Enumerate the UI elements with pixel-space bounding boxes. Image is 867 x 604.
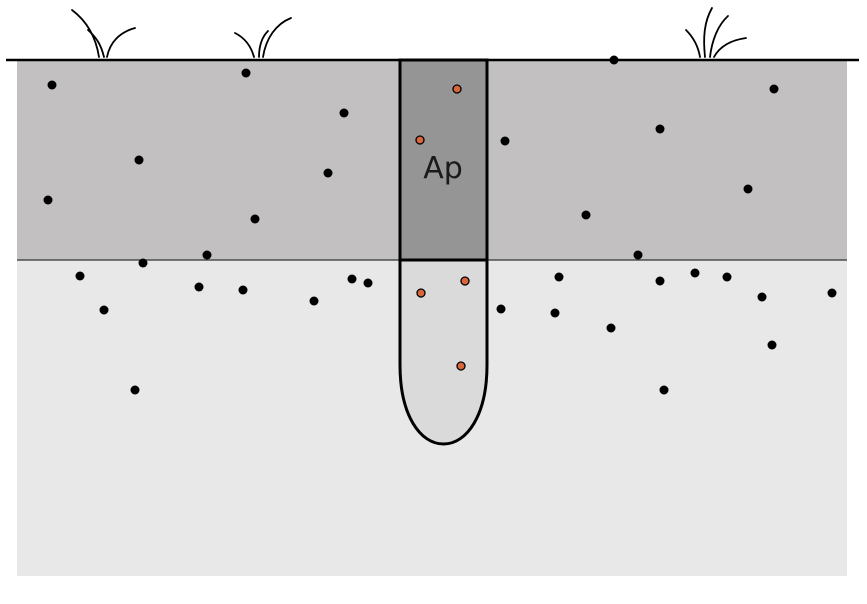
soil-pebble	[655, 124, 665, 134]
grass-tuft	[71, 9, 136, 58]
horizon-label: Ap	[423, 151, 463, 186]
soil-pebble	[609, 55, 619, 65]
soil-pebble	[496, 304, 506, 314]
core-particle	[415, 135, 425, 145]
soil-pebble	[138, 258, 148, 268]
soil-pebble	[238, 285, 248, 295]
soil-pebble	[130, 385, 140, 395]
core-particle	[452, 84, 462, 94]
soil-pebble	[655, 276, 665, 286]
soil-pebble	[241, 68, 251, 78]
soil-pebble	[99, 305, 109, 315]
core-particle	[460, 276, 470, 286]
soil-pebble	[339, 108, 349, 118]
soil-pebble	[606, 323, 616, 333]
soil-pebble	[363, 278, 373, 288]
soil-pebble	[767, 340, 777, 350]
soil-pebble	[323, 168, 333, 178]
core-particle	[456, 361, 466, 371]
soil-pebble	[250, 214, 260, 224]
soil-pebble	[554, 272, 564, 282]
soil-pebbles	[43, 55, 837, 395]
soil-pebble	[75, 271, 85, 281]
soil-pebble	[134, 155, 144, 165]
soil-pebble	[309, 296, 319, 306]
soil-pebble	[633, 250, 643, 260]
soil-pebble	[500, 136, 510, 146]
soil-pebble	[47, 80, 57, 90]
core-particles	[415, 84, 470, 371]
soil-pebble	[659, 385, 669, 395]
soil-pebble	[827, 288, 837, 298]
soil-pebble	[347, 274, 357, 284]
soil-pebble	[202, 250, 212, 260]
soil-pebble	[690, 268, 700, 278]
soil-pebble	[43, 195, 53, 205]
core-sample-upper	[398, 58, 489, 262]
grass-tuft	[685, 7, 747, 58]
soil-pebble	[722, 272, 732, 282]
soil-pebble	[757, 292, 767, 302]
soil-pebble	[769, 84, 779, 94]
soil-pebble	[550, 308, 560, 318]
soil-pebble	[194, 282, 204, 292]
soil-pebble	[743, 184, 753, 194]
core-sample-lower	[398, 258, 489, 446]
core-particle	[416, 288, 426, 298]
soil-pebble	[581, 210, 591, 220]
grass-tuft	[234, 17, 292, 58]
